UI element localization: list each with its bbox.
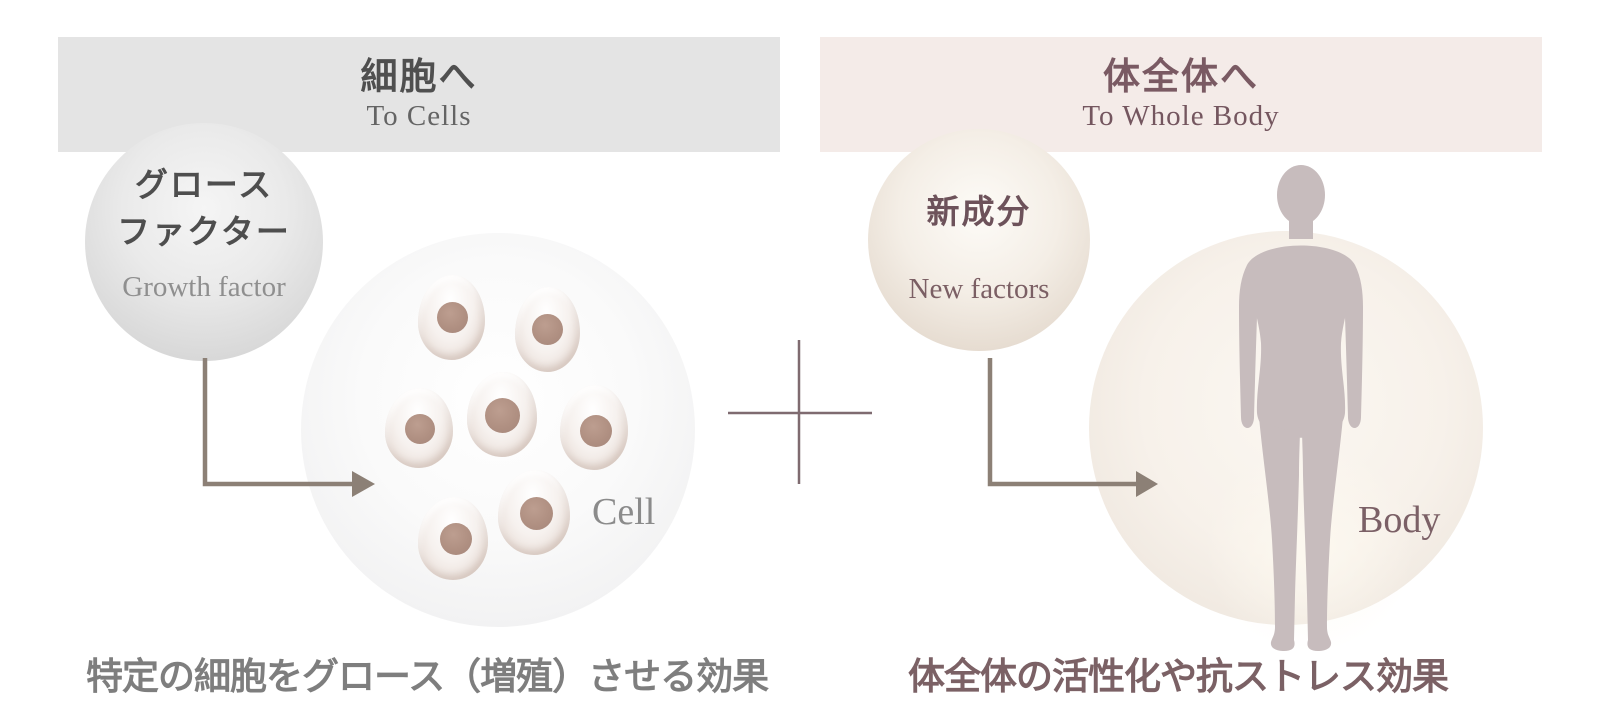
- cell-nucleus: [405, 414, 435, 444]
- new-factors-jp: 新成分: [926, 193, 1032, 230]
- cell-nucleus: [485, 398, 520, 433]
- right-header-title: 体全体へ: [1103, 56, 1259, 97]
- right-effect-caption: 体全体の活性化や抗ストレス効果: [908, 656, 1449, 697]
- left-elbow-arrow-icon: [202, 358, 375, 497]
- left-header-title: 細胞へ: [360, 56, 478, 97]
- growth-factor-en: Growth factor: [122, 271, 286, 303]
- cell-nucleus: [440, 523, 472, 555]
- cell-label: Cell: [592, 491, 656, 533]
- cell-illustration: [515, 287, 580, 372]
- cell-illustration: [418, 275, 485, 360]
- cell-illustration: [385, 388, 453, 468]
- new-factors-en: New factors: [908, 273, 1050, 305]
- growth-factor-jp-line2: ファクター: [117, 213, 291, 250]
- right-header-subtitle: To Whole Body: [1082, 100, 1280, 132]
- cell-nucleus: [580, 415, 612, 447]
- body-silhouette-icon: [1239, 165, 1363, 651]
- cell-nucleus: [437, 302, 468, 333]
- cell-illustration: [418, 497, 488, 580]
- cell-illustration: [498, 470, 570, 555]
- cell-illustration: [467, 372, 537, 457]
- right-elbow-arrow-icon: [987, 358, 1158, 497]
- left-header-subtitle: To Cells: [366, 100, 472, 132]
- plus-icon: [728, 340, 872, 484]
- left-effect-caption: 特定の細胞をグロース（増殖）させる効果: [86, 656, 769, 697]
- new-factors-circle: 新成分 New factors: [868, 129, 1090, 351]
- growth-factor-jp-line1: グロース: [134, 166, 274, 203]
- cell-nucleus: [520, 497, 553, 530]
- growth-factor-circle: グロース ファクター Growth factor: [85, 123, 323, 361]
- body-label: Body: [1358, 499, 1441, 541]
- cell-nucleus: [532, 314, 563, 345]
- cell-illustration: [560, 385, 628, 470]
- right-header-bar: 体全体へ To Whole Body: [820, 37, 1542, 152]
